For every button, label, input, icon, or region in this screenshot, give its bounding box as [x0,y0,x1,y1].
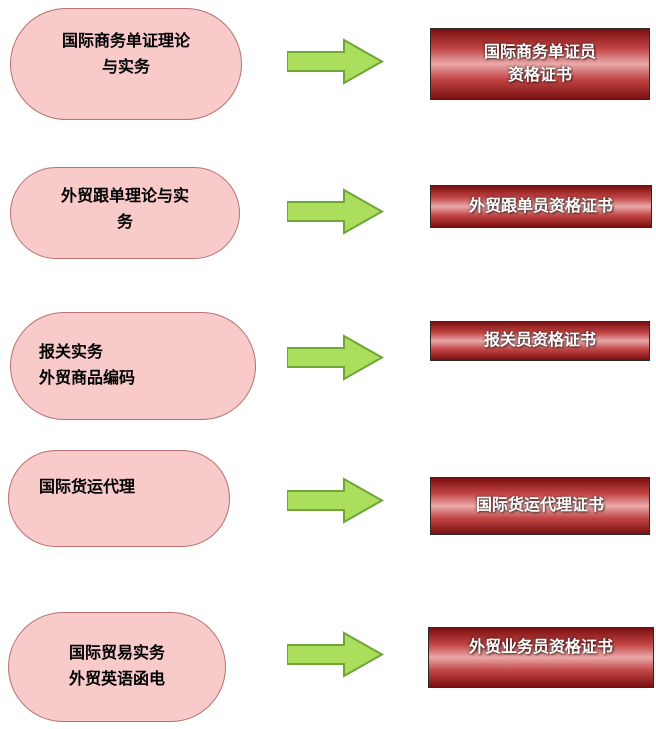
course-label-2: 外贸跟单理论与实 务 [60,188,189,231]
certificate-shape-5: 外贸业务员资格证书 [428,627,654,688]
course-shape-2: 外贸跟单理论与实 务 [10,167,240,259]
certificate-label-4: 国际货运代理证书 [475,497,604,515]
course-shape-3: 报关实务 外贸商品编码 [10,312,256,420]
certificate-shape-4: 国际货运代理证书 [430,477,650,535]
certificate-shape-3: 报关员资格证书 [430,321,650,361]
certificate-label-5: 外贸业务员资格证书 [468,639,613,656]
course-label-4: 国际货运代理 [39,479,136,496]
certificate-label-3: 报关员资格证书 [483,332,596,350]
certificate-label-1: 国际商务单证员 资格证书 [483,43,596,84]
right-arrow-icon-3 [287,334,385,381]
certificate-shape-2: 外贸跟单员资格证书 [430,185,652,228]
course-label-3: 报关实务 外贸商品编码 [39,344,136,387]
course-shape-4: 国际货运代理 [8,450,230,547]
certificate-label-2: 外贸跟单员资格证书 [468,197,613,215]
right-arrow-icon-4 [287,477,385,524]
course-label-5: 国际贸易实务 外贸英语函电 [68,645,165,688]
course-label-1: 国际商务单证理论 与实务 [61,33,190,76]
right-arrow-icon-5 [287,631,385,678]
right-arrow-icon-1 [287,38,385,85]
course-shape-5: 国际贸易实务 外贸英语函电 [8,612,226,722]
right-arrow-icon-2 [287,188,385,235]
course-shape-1: 国际商务单证理论 与实务 [10,8,242,120]
certificate-shape-1: 国际商务单证员 资格证书 [430,28,650,100]
